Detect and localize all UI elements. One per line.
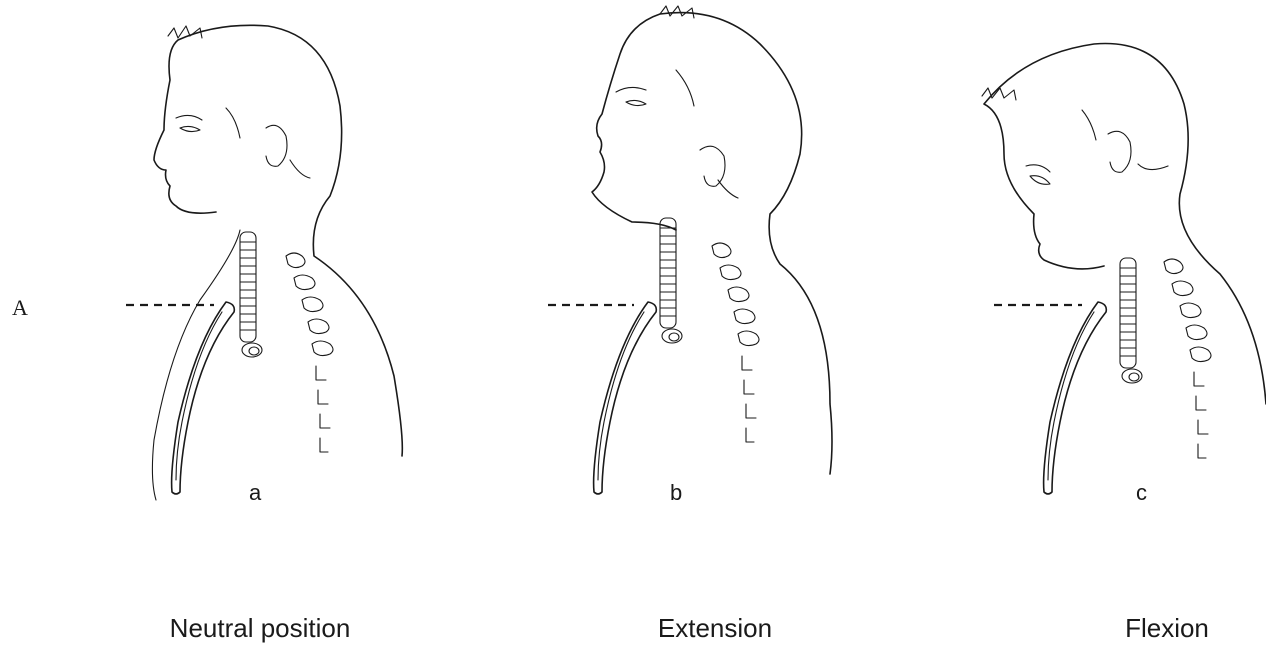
caption-extension: Extension <box>658 613 772 643</box>
head-outline-neutral <box>154 25 402 456</box>
reference-line-label: A <box>12 295 28 320</box>
figure-flexion <box>982 44 1266 495</box>
caption-flexion: Flexion <box>1125 613 1209 643</box>
figure-extension <box>592 6 832 494</box>
caption-neutral: Neutral position <box>170 613 351 643</box>
head-outline-extension <box>592 13 832 474</box>
panel-letter-b: b <box>670 480 682 505</box>
panel-letter-c: c <box>1136 480 1147 505</box>
panel-letter-a: a <box>249 480 262 505</box>
head-outline-flexion <box>984 44 1266 405</box>
figure-neutral <box>152 25 402 500</box>
